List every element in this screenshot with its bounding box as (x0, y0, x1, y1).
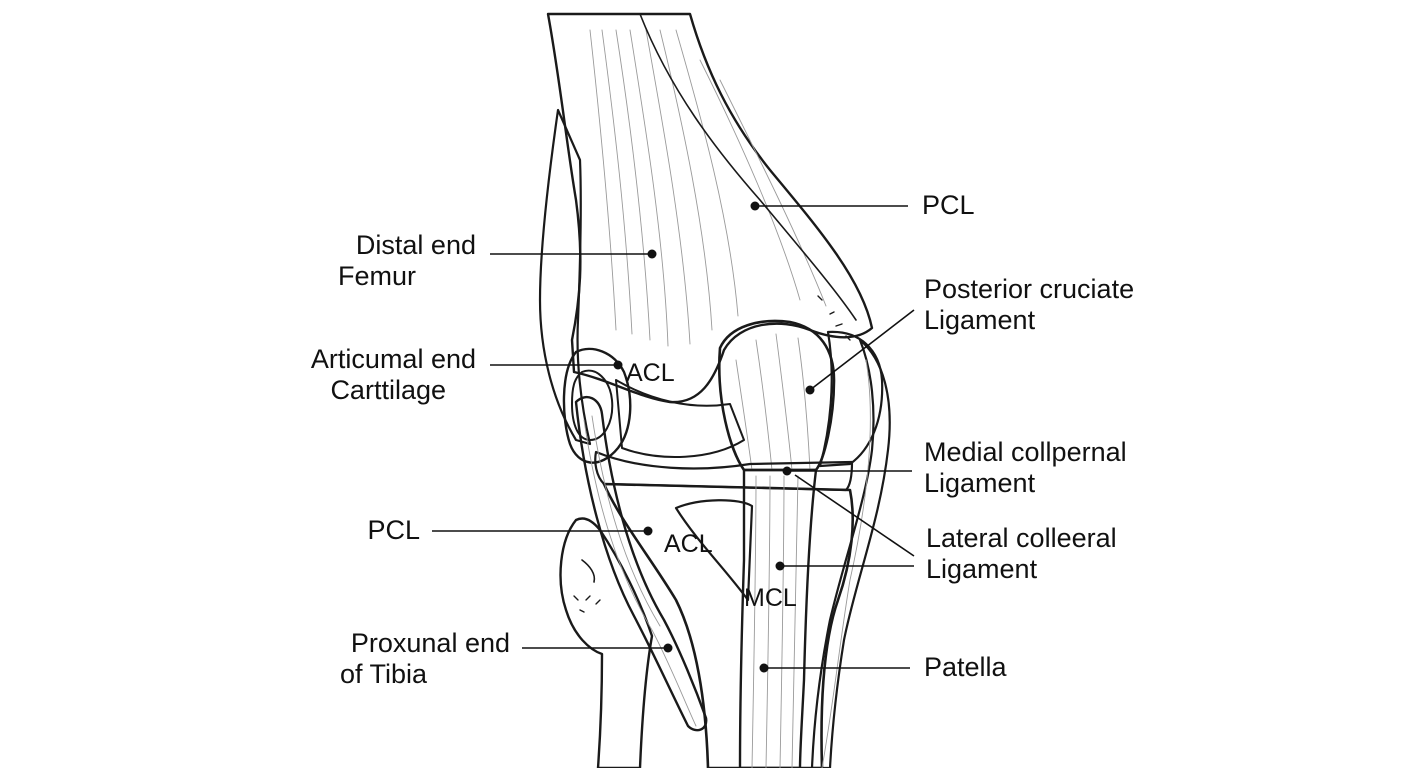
leader-pcl-left (432, 526, 653, 536)
leader-lateral-collateral-upper (794, 474, 915, 557)
inline-label-acl-lower: ACL (664, 530, 713, 558)
label-pcl-left: PCL (330, 515, 420, 546)
cruciate-ligament-left (574, 395, 708, 732)
label-distal-femur-line2: Femur (338, 261, 417, 291)
label-posterior-cruciate-line1: Posterior cruciate (924, 274, 1135, 304)
patella-shape (718, 295, 884, 472)
leader-posterior-cruciate (805, 309, 915, 395)
inline-label-mcl-text: MCL (744, 584, 797, 612)
meniscus-band (594, 450, 854, 492)
label-patella: Patella (924, 652, 1007, 683)
leader-lateral-collateral-lower (775, 561, 914, 571)
leader-distal-femur (490, 249, 657, 259)
label-articular-cartilage: Articumal end Carttilage (270, 344, 476, 406)
label-proximal-tibia-line1: Proxunal end (350, 628, 510, 658)
leader-pcl-right (750, 201, 908, 211)
label-pcl-right: PCL (922, 190, 975, 221)
femur-shape (538, 12, 874, 446)
label-posterior-cruciate: Posterior cruciate Ligament (924, 274, 1134, 336)
inline-label-mcl: MCL (744, 584, 797, 612)
label-articular-cartilage-line1: Articumal end (310, 344, 476, 374)
leader-proximal-tibia (522, 643, 673, 653)
label-pcl-right-text: PCL (922, 190, 975, 220)
label-proximal-tibia: Proxunal end of Tibia (300, 628, 510, 690)
collateral-ligament-right (810, 338, 891, 768)
label-patella-text: Patella (924, 652, 1007, 682)
label-distal-femur-line1: Distal end (355, 230, 476, 260)
label-pcl-left-text: PCL (367, 515, 420, 545)
label-proximal-tibia-line2: of Tibia (340, 659, 428, 689)
label-medial-collateral-line2: Ligament (924, 468, 1036, 498)
label-articular-cartilage-line2: Carttilage (330, 375, 446, 405)
label-lateral-collateral-line2: Ligament (926, 554, 1038, 584)
label-medial-collateral: Medial collpernal Ligament (924, 437, 1127, 499)
patellar-tendon-shape (738, 468, 818, 768)
leader-medial-collateral (782, 466, 912, 476)
label-distal-femur: Distal end Femur (300, 230, 476, 292)
inline-label-acl-upper: ACL (626, 359, 675, 387)
inline-label-acl-lower-text: ACL (664, 530, 713, 558)
leader-articular-cartilage (490, 360, 623, 370)
label-medial-collateral-line1: Medial collpernal (924, 437, 1127, 467)
label-posterior-cruciate-line2: Ligament (924, 305, 1036, 335)
leader-patella (759, 663, 910, 673)
label-lateral-collateral: Lateral colleeral Ligament (926, 523, 1117, 585)
inline-label-acl-upper-text: ACL (626, 359, 675, 387)
label-lateral-collateral-line1: Lateral colleeral (926, 523, 1117, 553)
